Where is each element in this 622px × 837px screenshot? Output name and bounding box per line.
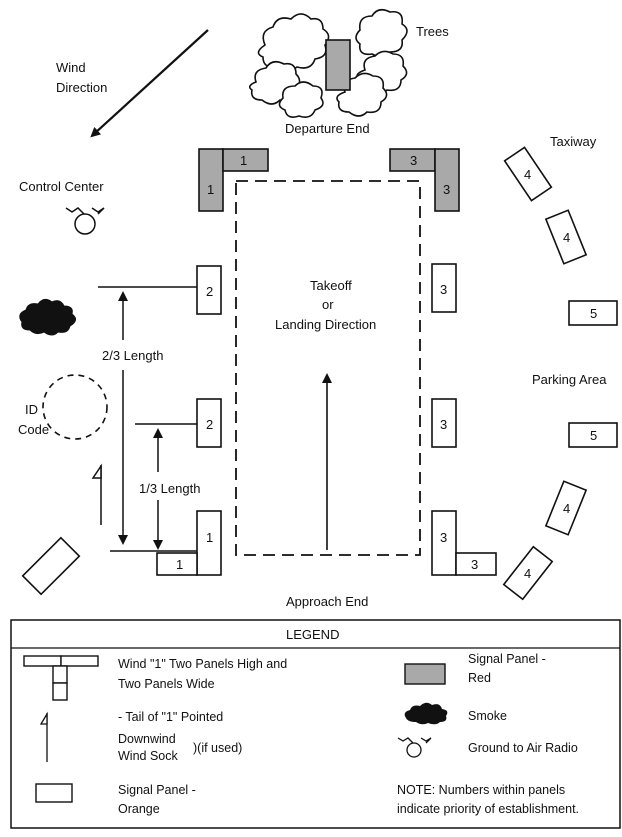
right-panel-3-top (431, 263, 457, 313)
departure-end-label: Departure End (285, 121, 370, 136)
taxiway-panel: 4 (544, 480, 588, 536)
panel-number: 5 (590, 428, 597, 443)
legend-tail-line2: Downwind (118, 732, 176, 746)
legend-title: LEGEND (286, 627, 339, 642)
legend-wind-t-line1: Wind "1" Two Panels High and (118, 657, 287, 671)
control-center-label: Control Center (19, 179, 104, 194)
legend-tail-ifused: )(if used) (193, 741, 242, 755)
panel-number: 1 (207, 182, 214, 197)
parking-panel (568, 422, 618, 448)
svg-text:4: 4 (563, 230, 570, 245)
trees-label: Trees (416, 24, 449, 39)
panel-number: 3 (440, 417, 447, 432)
legend-smoke-icon (404, 702, 448, 725)
legend-red-panel-icon (404, 663, 446, 685)
takeoff-label-line1: Takeoff (310, 278, 352, 293)
legend-orange-line2: Orange (118, 802, 160, 816)
takeoff-label-line3: Landing Direction (275, 317, 376, 332)
svg-text:4: 4 (524, 167, 531, 182)
taxiway-label: Taxiway (550, 134, 597, 149)
parking-panel (568, 300, 618, 326)
approach-right-panels (431, 510, 497, 576)
svg-text:4: 4 (563, 501, 570, 516)
departure-right-red-panels (389, 148, 460, 212)
panel-number: 3 (410, 153, 417, 168)
ground-to-air-radio-icon (65, 207, 105, 235)
wind-direction-arrow (90, 29, 209, 138)
taxiway-panel: 4 (502, 545, 554, 601)
id-code-circle (42, 374, 108, 440)
panel-number: 3 (471, 557, 478, 572)
legend-wind-t-line2: Two Panels Wide (118, 677, 215, 691)
panel-number: 2 (206, 417, 213, 432)
legend-red-line2: Red (468, 671, 491, 685)
wind-label-line2: Direction (56, 80, 107, 95)
id-code-line2: Code (18, 422, 49, 437)
taxiway-panel: 4 (503, 146, 553, 202)
left-panel-2-top (196, 265, 222, 315)
two-thirds-label: 2/3 Length (102, 348, 163, 363)
departure-left-red-panels (198, 148, 269, 212)
legend: LEGEND Wind "1" Two Panels High and Two … (10, 619, 621, 829)
wind-label-line1: Wind (56, 60, 86, 75)
legend-smoke-label: Smoke (468, 709, 507, 723)
legend-wind-t-icon (23, 655, 99, 701)
panel-number: 3 (440, 282, 447, 297)
smoke-icon (19, 298, 76, 336)
legend-note-line1: NOTE: Numbers within panels (397, 783, 565, 797)
panel-number: 2 (206, 284, 213, 299)
legend-orange-line1: Signal Panel - (118, 783, 196, 797)
wind-sock-icon (91, 463, 102, 525)
tree-red-panel (325, 39, 351, 91)
taxiway-panel: 4 (544, 209, 588, 265)
panel-number: 1 (240, 153, 247, 168)
panel-number: 1 (206, 530, 213, 545)
legend-radio-label: Ground to Air Radio (468, 741, 578, 755)
takeoff-label-line2: or (322, 297, 334, 312)
id-code-line1: ID (25, 402, 38, 417)
legend-tail-line1: - Tail of "1" Pointed (118, 710, 223, 724)
approach-end-label: Approach End (286, 594, 368, 609)
panel-number: 5 (590, 306, 597, 321)
legend-wind-sock-icon (39, 711, 48, 762)
legend-red-line1: Signal Panel - (468, 652, 546, 666)
right-panel-3-mid (431, 398, 457, 448)
legend-note-line2: indicate priority of establishment. (397, 802, 579, 816)
legend-radio-icon (397, 737, 432, 758)
panel-number: 3 (443, 182, 450, 197)
legend-tail-line3: Wind Sock (118, 749, 178, 763)
parking-area-label: Parking Area (532, 372, 607, 387)
one-third-label: 1/3 Length (139, 481, 200, 496)
legend-orange-panel-icon (35, 783, 73, 803)
runway-outline (235, 180, 421, 556)
wind-t-icon (21, 536, 81, 596)
approach-left-panels (156, 510, 222, 576)
svg-text:4: 4 (524, 566, 531, 581)
panel-number: 3 (440, 530, 447, 545)
panel-number: 1 (176, 557, 183, 572)
left-panel-2-mid (196, 398, 222, 448)
